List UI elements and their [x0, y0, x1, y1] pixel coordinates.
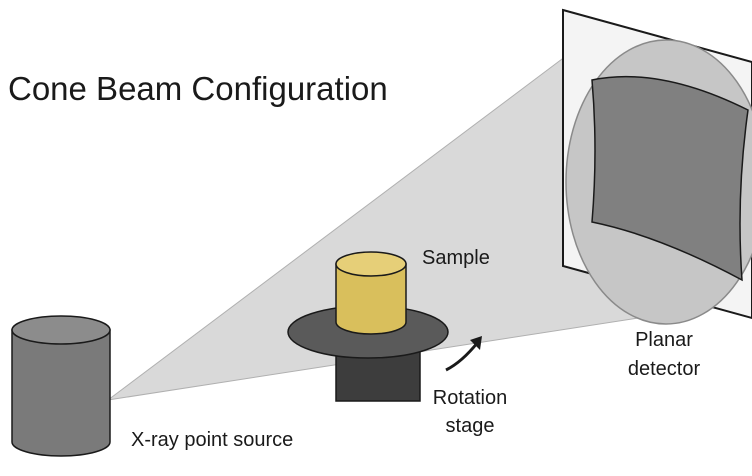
rotation-arrow-icon [445, 336, 482, 372]
detector-panel [591, 75, 749, 282]
rotation-stage-label-line1: Rotation [433, 387, 508, 409]
planar-detector-label-line1: Planar [635, 329, 693, 351]
sample-label: Sample [422, 247, 490, 269]
cone-beam-edge-top [107, 37, 591, 401]
xray-cone-beam [108, 38, 690, 400]
xray-source-label: X-ray point source [131, 429, 293, 451]
sample-cylinder [335, 251, 407, 335]
xray-source-cylinder [11, 315, 111, 457]
planar-detector-label-line2: detector [628, 358, 701, 380]
rotation-stage-label-line2: stage [446, 415, 495, 437]
diagram-title: Cone Beam Configuration [8, 70, 388, 107]
